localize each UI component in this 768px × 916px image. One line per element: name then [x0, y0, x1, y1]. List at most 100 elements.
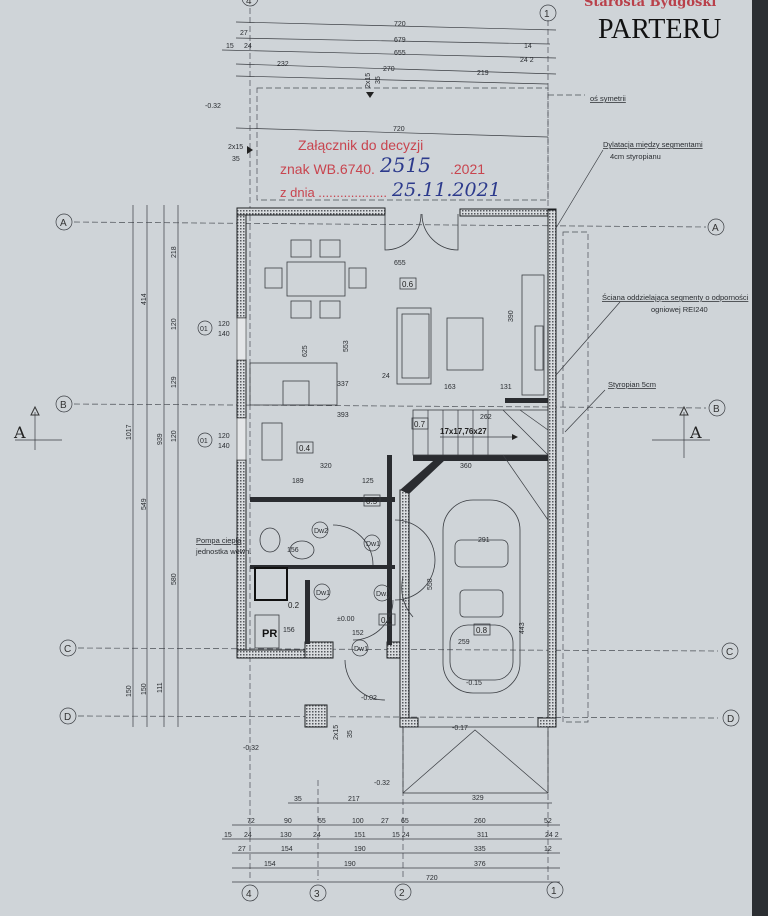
dimension-label: 360	[460, 463, 472, 470]
axis-label: 1	[551, 886, 557, 897]
annotations: oś symetrii Dylatacja między segmentami …	[195, 94, 749, 556]
window-tag: 01	[200, 326, 208, 333]
dimension-label: 219	[477, 70, 489, 77]
dimension-label: 329	[472, 795, 484, 802]
axis-label: C	[64, 644, 71, 655]
dimension-label: 35	[375, 76, 382, 84]
dimension-label: 130	[280, 832, 292, 839]
firewall-note-2: ogniowej REI240	[651, 305, 708, 314]
dimension-label: 553	[343, 340, 350, 352]
dimension-label: 720	[393, 126, 405, 133]
stamp-date: 25.11.2021	[391, 179, 501, 201]
windows: 01 120 140 01 120 140	[197, 317, 247, 461]
dimension-label: 35	[347, 730, 354, 738]
stamp-line: Załącznik do decyzji	[298, 137, 423, 153]
dimension-label: 150	[126, 685, 133, 697]
dimension-label: 163	[444, 384, 456, 391]
left-dimensions: 1017 414 549 939 218 120 129 120 580 150…	[126, 205, 179, 727]
dimension-label: 218	[171, 246, 178, 258]
dimension-label: 262	[480, 414, 492, 421]
stamp-reference-year: .2021	[450, 161, 485, 177]
dimension-label: -0.32	[205, 103, 221, 110]
dimension-label: 2x15	[365, 73, 372, 88]
dimension-label: 217	[348, 796, 360, 803]
dimension-label: 120	[171, 318, 178, 330]
firewall-note: Ściana oddzielająca segmenty o odpornośc…	[602, 293, 749, 302]
section-label: A	[689, 423, 702, 442]
car	[442, 499, 521, 694]
dimension-label: 655	[394, 260, 406, 267]
dimension-label: 72	[247, 818, 255, 825]
dilatation-note-2: 4cm styropianu	[610, 152, 661, 161]
stamp-reference-prefix: znak WB.6740.	[280, 161, 375, 177]
window-height: 140	[218, 331, 230, 338]
interior-dimensions: 655 625 553 390 337 24 163 131 393 262 3…	[283, 260, 526, 646]
dimension-label: 55	[318, 818, 326, 825]
dimension-label: 154	[264, 861, 276, 868]
dimension-label: 939	[157, 433, 164, 445]
heat-pump-note: Pompa ciepła	[196, 536, 242, 545]
dimension-label: 154	[281, 846, 293, 853]
dimension-label: 190	[344, 861, 356, 868]
dimension-label: 151	[354, 832, 366, 839]
dimension-label: 376	[474, 861, 486, 868]
door-tag: Dw1	[376, 591, 390, 598]
sink	[261, 422, 283, 461]
dimension-label: 720	[426, 875, 438, 882]
dimension-label: -0.32	[243, 745, 259, 752]
window-width: 120	[218, 433, 230, 440]
room-label: 0.1	[381, 616, 393, 625]
dimension-label: 24 2	[520, 57, 534, 64]
door-tag: Dw1	[366, 541, 380, 548]
room-label: 0.2	[288, 601, 300, 610]
dimension-label: 393	[337, 412, 349, 419]
heat-pump-note-2: jednostka wewn.	[195, 547, 251, 556]
neighbor-segment-outline	[562, 231, 589, 723]
terrace-door	[384, 213, 459, 251]
dimension-label: 12	[544, 846, 552, 853]
section-label: A	[13, 423, 26, 442]
dimension-label: -0.17	[452, 725, 468, 732]
dimension-label: 311	[477, 832, 488, 839]
entrance-canopy	[402, 726, 549, 794]
dimension-label: 156	[283, 627, 295, 634]
dimension-label: 655	[394, 50, 406, 57]
dimension-label: 232	[277, 61, 289, 68]
axis-label: D	[64, 712, 71, 723]
dimension-label: 335	[474, 846, 486, 853]
room-label: 0.8	[476, 626, 488, 635]
dimension-label: ±0.00	[337, 616, 355, 623]
dimension-label: 15 24	[392, 832, 410, 839]
dimension-label: 100	[352, 818, 364, 825]
toilet	[259, 527, 281, 553]
dimension-label: 90	[284, 818, 292, 825]
washbasin	[289, 540, 315, 560]
stairs-spec: 17x17,76x27	[440, 427, 487, 436]
dimension-label: 27	[238, 846, 246, 853]
dimension-label: 190	[354, 846, 366, 853]
section-mark-right: A	[652, 405, 710, 458]
dimension-label: 111	[157, 682, 164, 693]
dimension-label: 1017	[126, 424, 133, 440]
dimension-label: 414	[141, 293, 148, 305]
dimension-label: 337	[337, 381, 349, 388]
authority-stamp: Starosta Bydgoski	[584, 0, 716, 10]
staircase	[412, 409, 549, 521]
dimension-label: 24	[244, 832, 252, 839]
dimension-label: 679	[394, 37, 406, 44]
dimension-label: 625	[302, 345, 309, 357]
axis-label: B	[713, 404, 720, 415]
dimension-label: 14	[524, 43, 532, 50]
dimension-label: 443	[519, 622, 526, 634]
room-label: 0.5	[366, 497, 378, 506]
dimension-label: 320	[320, 463, 332, 470]
terrace-outline	[256, 87, 549, 201]
heat-pump-unit	[254, 567, 288, 601]
stamp-date-prefix: z dnia ...................	[280, 185, 387, 200]
dimension-label: 260	[474, 818, 486, 825]
door-tag: Dw1	[316, 590, 330, 597]
room-label: 0.4	[299, 444, 311, 453]
dimension-label: 390	[508, 310, 515, 322]
door-tag: Dw1	[354, 646, 368, 653]
